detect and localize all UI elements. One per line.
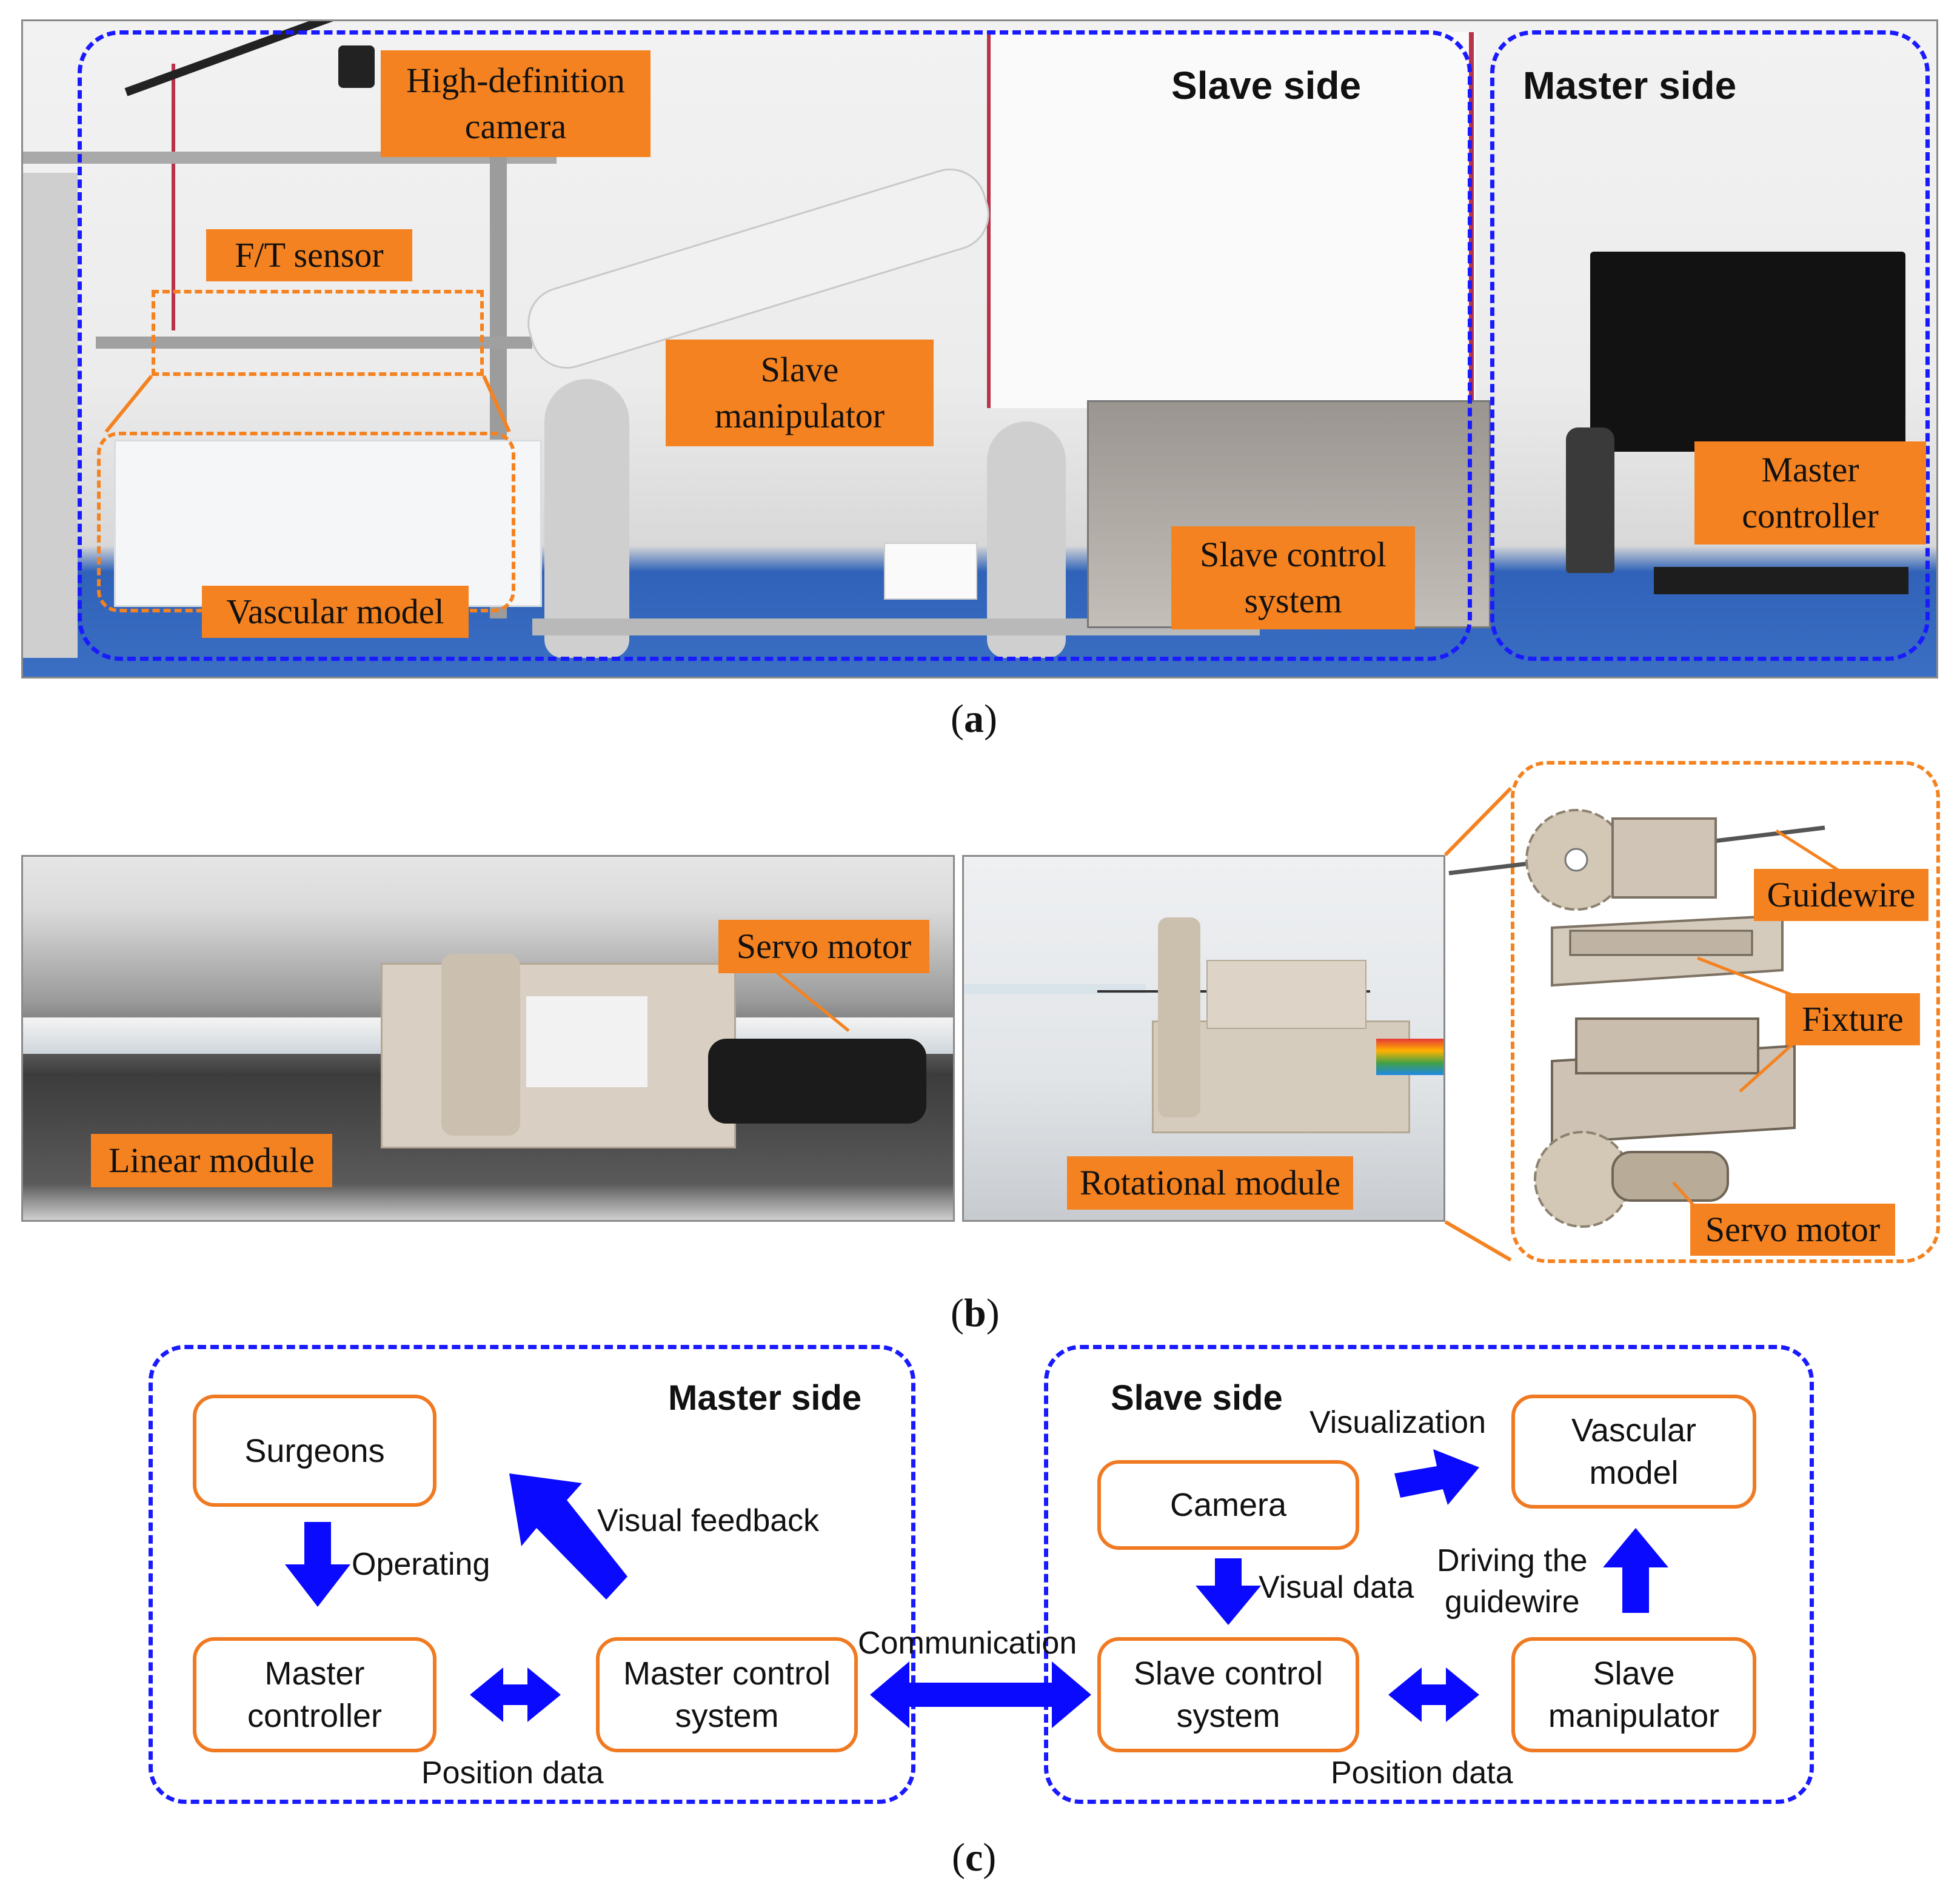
master-side-box	[149, 1345, 915, 1804]
camera-body	[338, 45, 375, 88]
master-side-region	[1490, 30, 1930, 661]
node-master-control-system: Master control system	[596, 1637, 858, 1752]
storage-rack	[23, 173, 78, 658]
red-frame-edge	[172, 64, 175, 330]
white-board	[987, 32, 1476, 408]
slave-side-title-c: Slave side	[1111, 1378, 1283, 1418]
slave-side-title: Slave side	[1171, 64, 1362, 107]
fixture-block	[1206, 960, 1366, 1029]
label-guidewire: Guidewire	[1754, 869, 1928, 921]
label-visualization: Visualization	[1309, 1405, 1487, 1440]
label-operating: Operating	[352, 1547, 490, 1582]
manipulator-leg	[544, 379, 629, 658]
power-strip	[884, 543, 977, 600]
caption-a: (a)	[951, 697, 997, 741]
node-slave-control-system: Slave control system	[1097, 1637, 1359, 1752]
ribbon-cable	[1376, 1039, 1443, 1075]
master-side-title: Master side	[1523, 64, 1737, 107]
gear	[441, 954, 520, 1136]
rotational-gear	[1158, 917, 1200, 1118]
haptic-device	[1566, 427, 1614, 573]
label-master-controller: Master controller	[1694, 441, 1926, 545]
shelf-bar	[96, 337, 532, 349]
label-visual-data: Visual data	[1259, 1570, 1414, 1605]
caption-b: (b)	[951, 1291, 1000, 1335]
label-fixture: Fixture	[1785, 993, 1920, 1045]
node-vascular-model: Vascular model	[1511, 1395, 1756, 1509]
label-rotational-module: Rotational module	[1067, 1156, 1353, 1210]
servo-motor	[708, 1039, 926, 1124]
caption-c: (c)	[952, 1835, 997, 1880]
node-slave-manipulator: Slave manipulator	[1511, 1637, 1756, 1752]
monitor	[1590, 252, 1905, 452]
label-communication: Communication	[858, 1626, 1077, 1661]
label-slave-manipulator: Slave manipulator	[666, 340, 934, 446]
label-driving-guidewire: Driving the guidewire	[1437, 1543, 1588, 1620]
ft-sensor-box	[152, 290, 484, 376]
label-slave-control-system: Slave control system	[1171, 526, 1415, 629]
node-camera: Camera	[1097, 1460, 1359, 1550]
node-master-controller: Master controller	[193, 1637, 436, 1752]
master-side-title-c: Master side	[668, 1378, 862, 1418]
label-linear-module: Linear module	[91, 1134, 332, 1187]
label-camera: High-definition camera	[381, 50, 651, 157]
coupling	[526, 996, 647, 1087]
slave-side-box	[1044, 1345, 1814, 1804]
label-position-data-master: Position data	[421, 1755, 604, 1791]
slave-side-region	[78, 30, 1472, 661]
keyboard	[1654, 567, 1908, 594]
label-servo-motor-cad: Servo motor	[1690, 1204, 1895, 1256]
node-surgeons: Surgeons	[193, 1395, 436, 1507]
label-visual-feedback: Visual feedback	[597, 1503, 820, 1538]
cad-zoom-box	[1511, 761, 1940, 1263]
label-vascular-model: Vascular model	[202, 586, 469, 638]
label-servo-motor-photo: Servo motor	[718, 920, 929, 973]
label-ft-sensor: F/T sensor	[206, 229, 412, 281]
label-position-data-slave: Position data	[1331, 1755, 1513, 1791]
